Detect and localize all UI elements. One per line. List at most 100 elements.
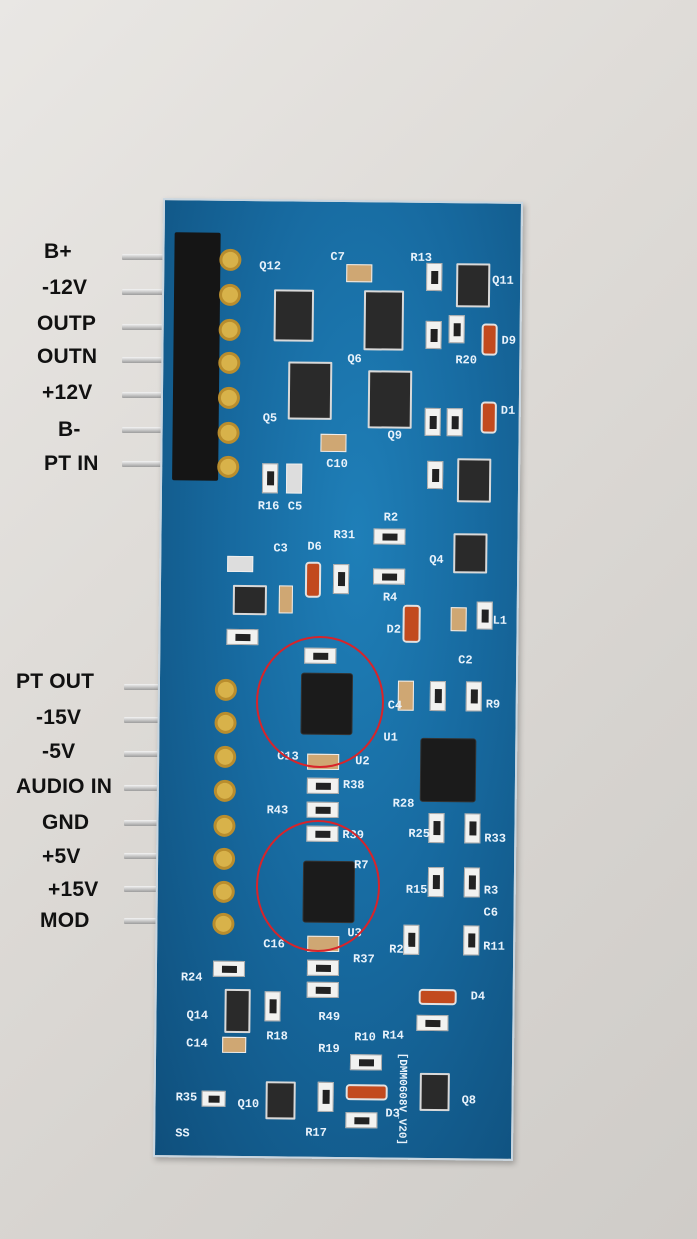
resistor-r11 bbox=[463, 925, 480, 956]
resistor-r24 bbox=[212, 960, 246, 978]
resistor-r10 bbox=[349, 1054, 383, 1071]
transistor-q8 bbox=[419, 1072, 450, 1112]
capacitor-c2 bbox=[450, 607, 467, 632]
silk-d1: D1 bbox=[500, 403, 516, 418]
transistor-q14 bbox=[224, 988, 251, 1034]
resistor-r33 bbox=[464, 813, 481, 844]
resistor-r20 bbox=[448, 315, 465, 344]
silk-r16: R16 bbox=[257, 499, 280, 514]
silk-c4: C4 bbox=[387, 698, 403, 713]
silk-r33: R33 bbox=[484, 831, 507, 846]
silk-r38: R38 bbox=[342, 778, 365, 793]
silk-ss: SS bbox=[175, 1126, 190, 1141]
silk-r31: R31 bbox=[333, 527, 356, 543]
silk-r28: R28 bbox=[392, 796, 415, 811]
label-minus-5v: -5V bbox=[42, 740, 76, 763]
diode-d4 bbox=[418, 988, 457, 1006]
silk-q14: Q14 bbox=[186, 1008, 209, 1023]
silk-q9: Q9 bbox=[387, 428, 403, 443]
silk-q6: Q6 bbox=[347, 352, 362, 367]
diode-d3 bbox=[345, 1084, 388, 1101]
silk-r11: R11 bbox=[483, 939, 505, 954]
resistor-r6 bbox=[425, 320, 442, 350]
label-outp: OUTP bbox=[37, 312, 97, 335]
silk-u2: U2 bbox=[355, 754, 370, 769]
resistor-r19 bbox=[317, 1081, 334, 1112]
label-b-minus: B- bbox=[58, 418, 81, 441]
silk-r21: R21 bbox=[389, 942, 411, 957]
capacitor-c14 bbox=[222, 1036, 247, 1054]
annotation-circle-u3 bbox=[256, 820, 380, 952]
diode-d1 bbox=[480, 401, 497, 434]
silk-r9: R9 bbox=[485, 697, 501, 712]
resistor-r16 bbox=[261, 463, 279, 494]
silk-r14: R14 bbox=[382, 1028, 404, 1043]
label-plus-12v: +12V bbox=[42, 381, 93, 404]
resistor-r15 bbox=[427, 866, 445, 898]
diode-d9 bbox=[481, 323, 498, 356]
resistor-r49 bbox=[306, 981, 339, 999]
capacitor-c3 bbox=[278, 585, 293, 614]
silk-u1: U1 bbox=[383, 730, 398, 745]
silk-q8: Q8 bbox=[461, 1093, 477, 1108]
silk-board-id: [DMM0608V_V20] bbox=[395, 1052, 409, 1146]
silk-r17: R17 bbox=[305, 1125, 327, 1140]
diode-d6 bbox=[304, 561, 322, 598]
annotation-circle-u2 bbox=[256, 636, 384, 768]
silk-c7: C7 bbox=[330, 249, 345, 265]
silk-q11: Q11 bbox=[492, 273, 514, 288]
silk-q10: Q10 bbox=[237, 1096, 260, 1112]
resistor-r34 bbox=[429, 680, 446, 712]
silk-r24: R24 bbox=[180, 970, 203, 985]
transistor-q6 bbox=[363, 290, 405, 351]
resistor-r14 bbox=[416, 1014, 449, 1032]
label-plus-15v: +15V bbox=[48, 878, 99, 901]
label-b-plus: B+ bbox=[44, 240, 72, 263]
transistor-q16 bbox=[232, 584, 267, 616]
resistor-r23 bbox=[427, 460, 444, 490]
resistor-r9 bbox=[465, 681, 482, 712]
silk-r35: R35 bbox=[175, 1090, 198, 1105]
resistor-r38 bbox=[306, 777, 339, 795]
silk-q5: Q5 bbox=[262, 411, 278, 426]
resistor-r27 bbox=[424, 407, 441, 437]
transistor-q9 bbox=[367, 370, 413, 429]
silk-c6: C6 bbox=[483, 905, 499, 920]
ic-u1 bbox=[420, 738, 476, 802]
silk-r43: R43 bbox=[266, 803, 289, 818]
resistor-r43 bbox=[306, 801, 339, 819]
top-pin-header bbox=[172, 232, 221, 481]
resistor-r37 bbox=[306, 959, 340, 977]
silk-r4: R4 bbox=[382, 590, 398, 605]
silk-r25: R25 bbox=[408, 826, 431, 841]
resistor-r13 bbox=[426, 262, 443, 292]
transistor-q4 bbox=[453, 533, 488, 574]
label-outn: OUTN bbox=[37, 345, 98, 368]
resistor-r3 bbox=[463, 867, 481, 898]
label-gnd: GND bbox=[42, 811, 90, 834]
silk-r49: R49 bbox=[318, 1009, 341, 1025]
label-pt-out: PT OUT bbox=[16, 670, 95, 693]
transistor-q7 bbox=[456, 458, 492, 503]
resistor-r17 bbox=[345, 1112, 378, 1129]
silk-c10: C10 bbox=[326, 456, 348, 472]
silk-r2: R2 bbox=[383, 510, 399, 525]
silk-l1: L1 bbox=[492, 613, 508, 628]
resistor-r30 bbox=[226, 628, 259, 646]
silk-r10: R10 bbox=[354, 1030, 376, 1045]
capacitor-c10 bbox=[320, 433, 347, 453]
resistor-r25 bbox=[428, 812, 445, 844]
silk-r3: R3 bbox=[483, 883, 499, 898]
silk-r18: R18 bbox=[266, 1029, 288, 1044]
capacitor-c5 bbox=[285, 463, 303, 494]
label-minus-12v: -12V bbox=[42, 276, 88, 299]
capacitor-c1 bbox=[227, 555, 254, 573]
silk-d4: D4 bbox=[470, 989, 486, 1004]
resistor-r18 bbox=[264, 991, 281, 1022]
silk-d6: D6 bbox=[307, 539, 322, 554]
label-plus-5v: +5V bbox=[42, 845, 81, 868]
label-audio-in: AUDIO IN bbox=[16, 775, 113, 798]
resistor-r4 bbox=[372, 568, 406, 585]
silk-r13: R13 bbox=[410, 250, 433, 265]
silk-c14: C14 bbox=[186, 1036, 208, 1051]
